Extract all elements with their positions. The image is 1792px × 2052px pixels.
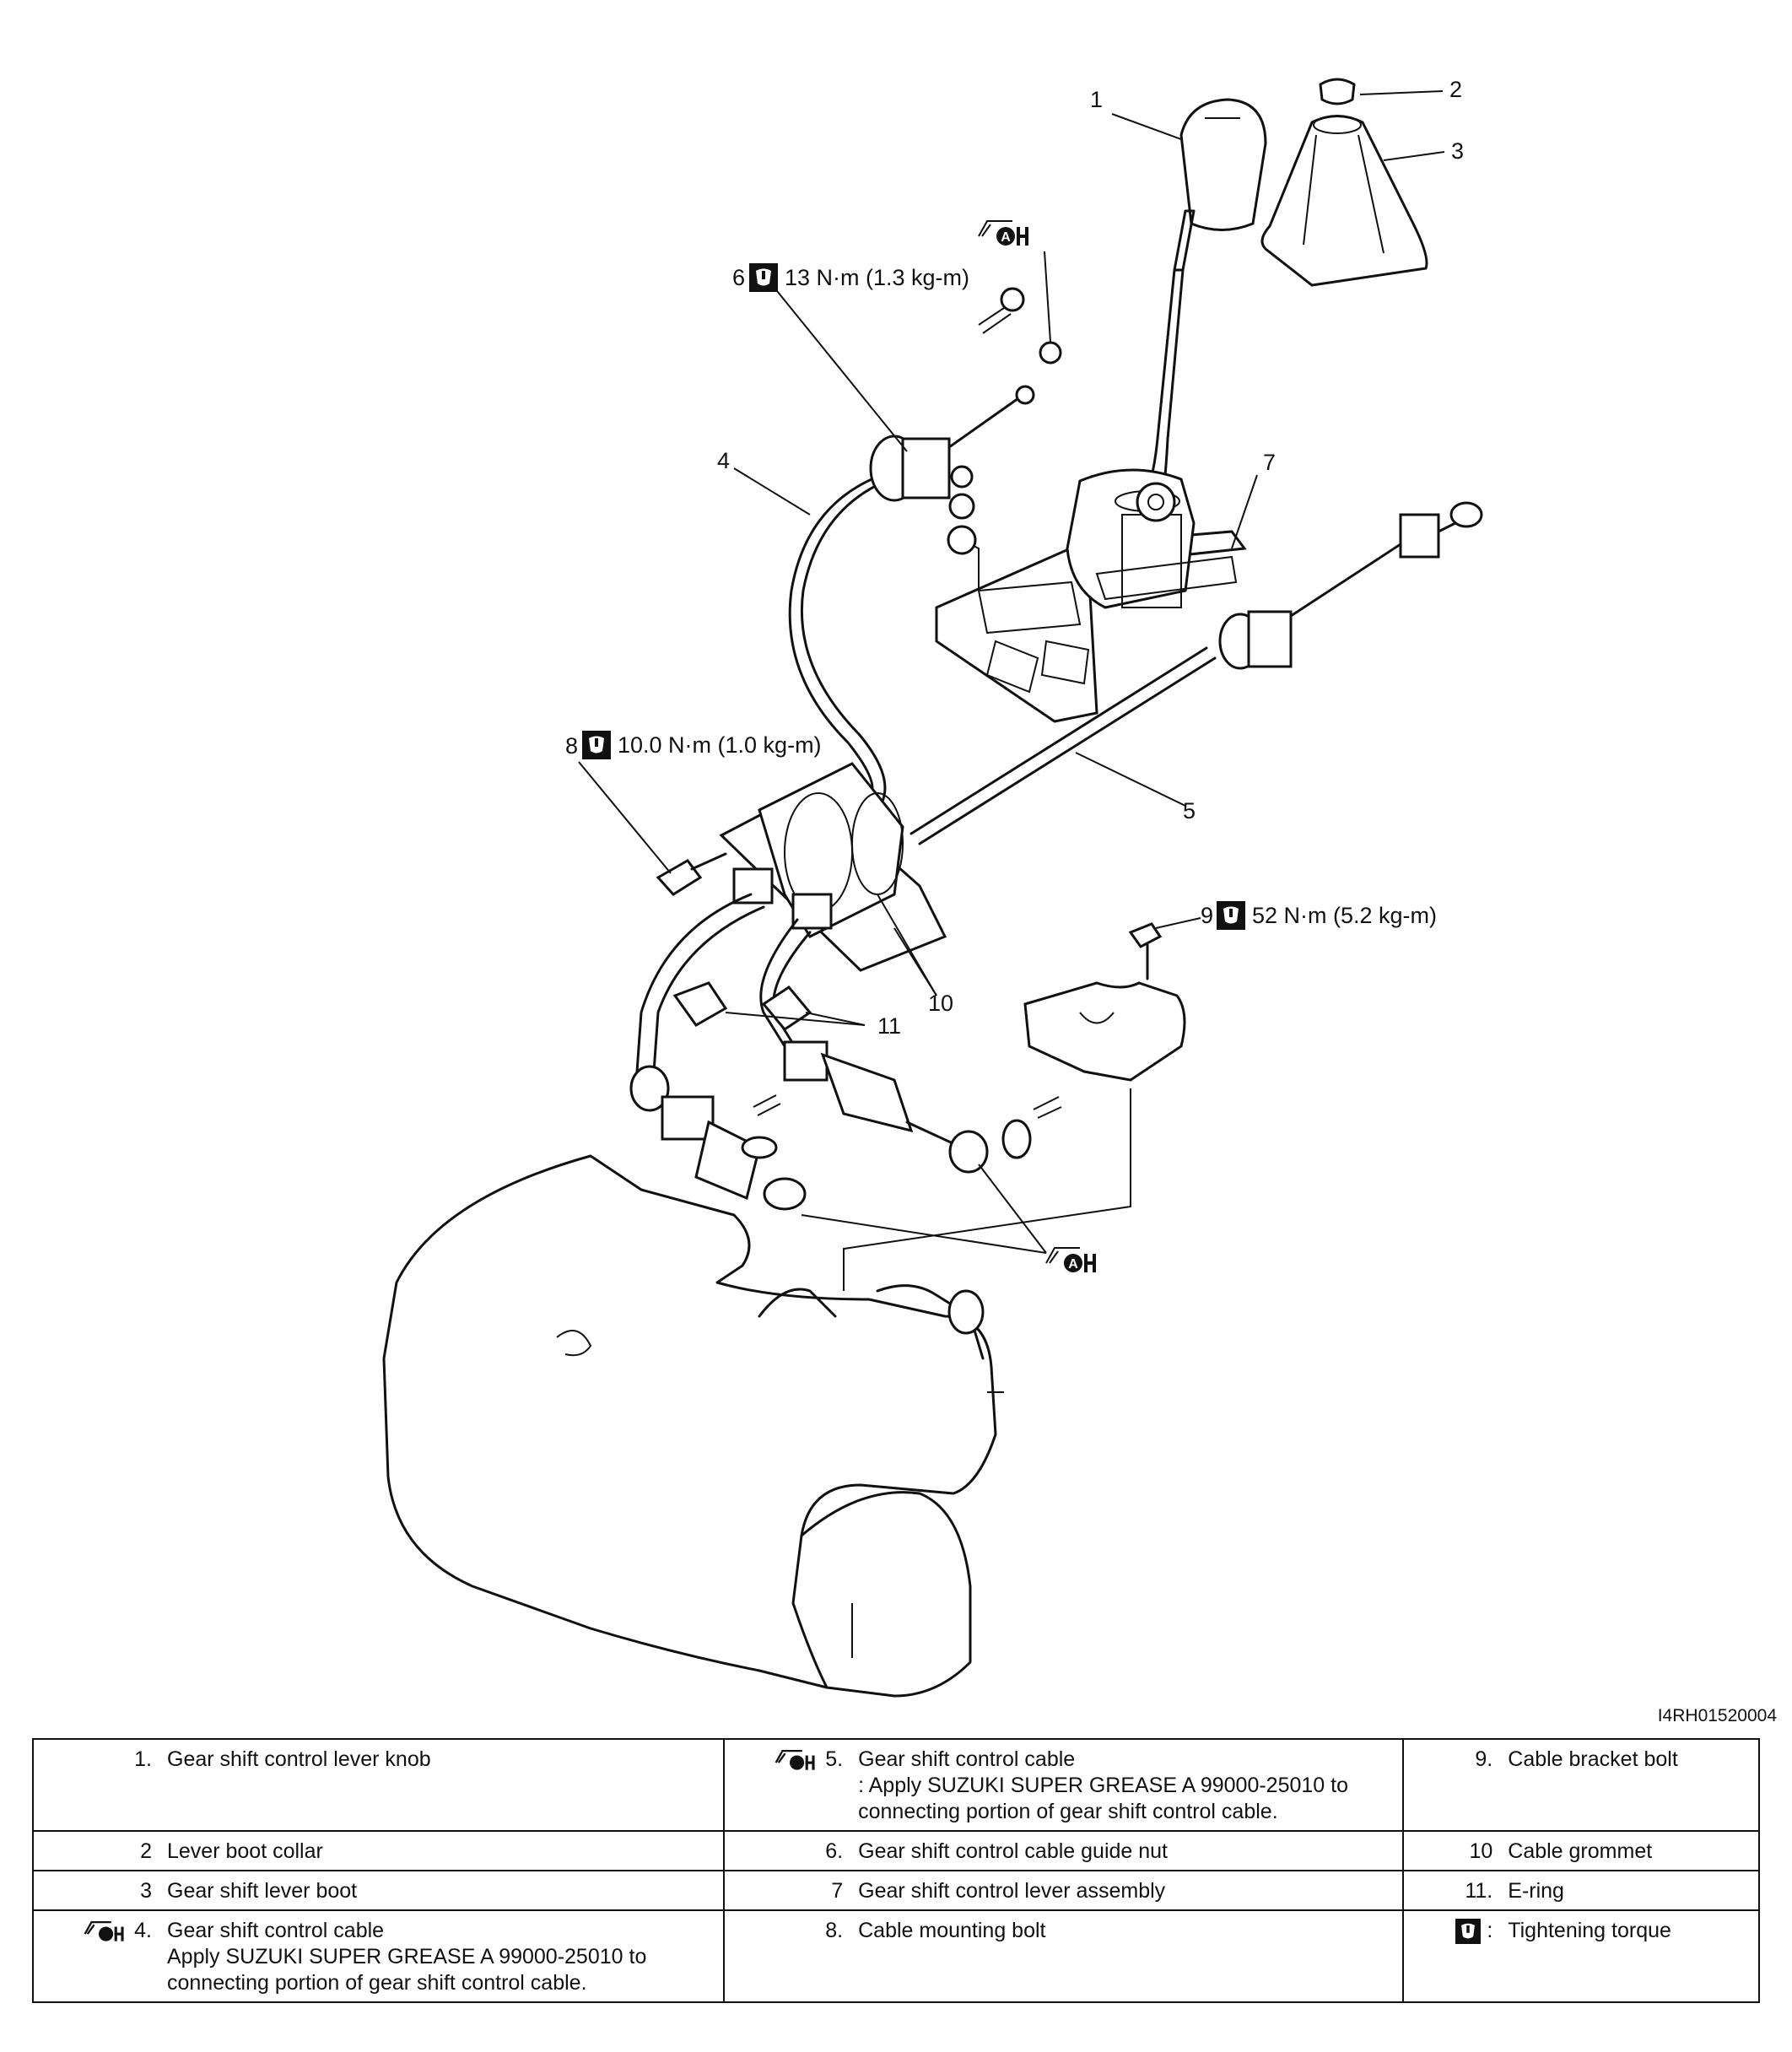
legend-text: Gear shift control cable guide nut bbox=[858, 1839, 1169, 1863]
legend-text: Gear shift control cable bbox=[858, 1747, 1076, 1771]
legend-num: 4. bbox=[134, 1919, 152, 1942]
legend-num: 6. bbox=[825, 1839, 844, 1863]
callout-8: 8 bbox=[565, 733, 578, 759]
shift-cable-4 bbox=[788, 287, 1062, 805]
shift-cable-5 bbox=[909, 501, 1483, 845]
legend-cell: 11. E-ring bbox=[1402, 1870, 1760, 1911]
legend-text: Cable mounting bolt bbox=[858, 1919, 1046, 1942]
legend-row: 1. Gear shift control lever knob 5. Gear … bbox=[31, 1738, 1760, 1832]
legend-num-wrap: 4. bbox=[42, 1918, 152, 1996]
torque-icon bbox=[1455, 1919, 1482, 1945]
legend-cell: 5. Gear shift control cable : Apply SUZUK… bbox=[723, 1738, 1405, 1832]
legend-note: : Apply SUZUKI SUPER GREASE A 99000-2501… bbox=[858, 1774, 1348, 1823]
boot-collar bbox=[1319, 78, 1356, 105]
grease-icon-upper bbox=[978, 220, 1029, 246]
legend-row: 3 Gear shift lever boot 7 Gear shift contr… bbox=[31, 1870, 1760, 1911]
lever-assembly bbox=[935, 468, 1247, 723]
legend-num-wrap: 5. bbox=[733, 1747, 843, 1825]
legend-num: 2 bbox=[140, 1839, 152, 1863]
legend-text: Gear shift lever boot bbox=[167, 1879, 358, 1903]
leader-lines bbox=[578, 90, 1445, 1291]
legend-text: E-ring bbox=[1508, 1879, 1564, 1903]
legend-note: Apply SUZUKI SUPER GREASE A 99000-25010 … bbox=[167, 1945, 647, 1995]
torque-8: 10.0 N·m (1.0 kg-m) bbox=[618, 732, 822, 758]
cable-mounting-bolt bbox=[656, 852, 727, 896]
torque-6: 13 N·m (1.3 kg-m) bbox=[785, 265, 969, 290]
legend-text: Cable bracket bolt bbox=[1508, 1747, 1678, 1771]
legend-num: 7 bbox=[831, 1879, 844, 1903]
callout-4: 4 bbox=[717, 448, 730, 473]
callout-2: 2 bbox=[1449, 77, 1462, 102]
torque-icon-6 bbox=[749, 263, 778, 292]
legend-num: 9. bbox=[1475, 1747, 1493, 1771]
legend-cell: : Tightening torque bbox=[1402, 1909, 1760, 2003]
torque-icon-8 bbox=[582, 731, 611, 759]
e-ring bbox=[672, 981, 812, 1031]
legend-text: Gear shift control lever assembly bbox=[858, 1879, 1166, 1903]
legend-text: Lever boot collar bbox=[167, 1839, 323, 1863]
grease-icon bbox=[775, 1750, 815, 1771]
legend-num: 3 bbox=[140, 1879, 152, 1903]
transmission bbox=[382, 1154, 1004, 1698]
grease-icon bbox=[84, 1921, 124, 1942]
legend-cell: 7 Gear shift control lever assembly bbox=[723, 1870, 1405, 1911]
legend-num: 5. bbox=[825, 1747, 844, 1771]
legend-cell: 2 Lever boot collar bbox=[31, 1830, 726, 1871]
callout-1: 1 bbox=[1090, 87, 1103, 112]
reference-code: I4RH01520004 bbox=[1657, 1706, 1777, 1725]
legend-cell: 1. Gear shift control lever knob bbox=[31, 1738, 726, 1832]
legend-cell: 10 Cable grommet bbox=[1402, 1830, 1760, 1871]
legend-text: Cable grommet bbox=[1508, 1839, 1653, 1863]
torque-icon-9 bbox=[1217, 901, 1245, 930]
callout-11: 11 bbox=[877, 1013, 901, 1039]
cable-grommet bbox=[719, 762, 947, 972]
legend-text: Gear shift control lever knob bbox=[167, 1747, 431, 1771]
legend-num: 10 bbox=[1469, 1839, 1493, 1863]
torque-9: 52 N·m (5.2 kg-m) bbox=[1252, 903, 1437, 928]
parts-legend-table: 1. Gear shift control lever knob 5. Gear … bbox=[31, 1738, 1760, 2003]
legend-text: Gear shift control cable bbox=[167, 1919, 385, 1942]
legend-num: : bbox=[1487, 1919, 1493, 1942]
lever-knob bbox=[1179, 98, 1267, 231]
legend-cell: 3 Gear shift lever boot bbox=[31, 1870, 726, 1911]
grease-icon-lower bbox=[1045, 1247, 1097, 1273]
callout-6: 6 bbox=[732, 265, 745, 290]
exploded-diagram: A bbox=[382, 77, 1483, 1698]
legend-cell: 6. Gear shift control cable guide nut bbox=[723, 1830, 1405, 1871]
callout-5: 5 bbox=[1183, 798, 1196, 824]
legend-cell: 9. Cable bracket bolt bbox=[1402, 1738, 1760, 1832]
cable-bracket bbox=[1023, 922, 1186, 1082]
legend-num-wrap: : bbox=[1412, 1918, 1493, 1945]
callout-9: 9 bbox=[1201, 903, 1213, 928]
callout-10: 10 bbox=[928, 991, 953, 1016]
lower-cable-ends bbox=[629, 893, 1062, 1211]
legend-text: Tightening torque bbox=[1508, 1919, 1671, 1942]
legend-cell: 8. Cable mounting bolt bbox=[723, 1909, 1405, 2003]
callout-7: 7 bbox=[1263, 450, 1276, 475]
legend-num: 11. bbox=[1465, 1879, 1493, 1903]
legend-num: 8. bbox=[825, 1919, 844, 1942]
legend-num: 1. bbox=[134, 1747, 152, 1771]
lever-boot bbox=[1260, 115, 1428, 287]
legend-row: 2 Lever boot collar 6. Gear shift control … bbox=[31, 1830, 1760, 1871]
callout-3: 3 bbox=[1451, 138, 1464, 164]
